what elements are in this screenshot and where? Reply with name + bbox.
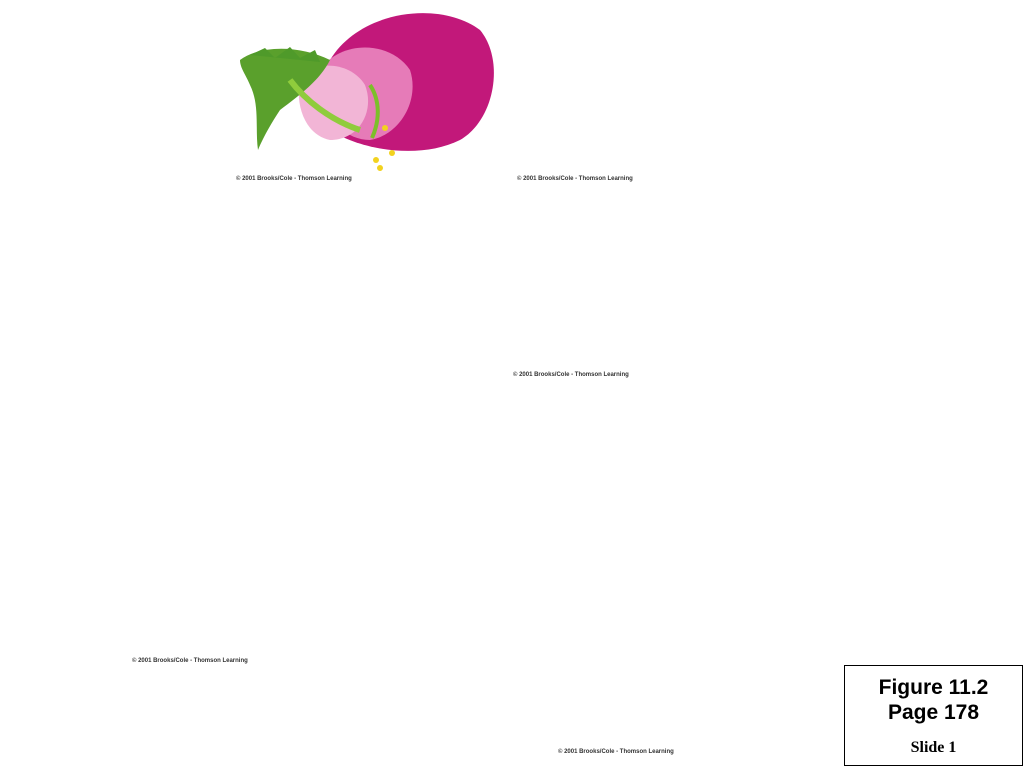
copyright-pod: © 2001 Brooks/Cole - Thomson Learning	[513, 372, 629, 378]
figure-number: Figure 11.2	[878, 676, 989, 699]
copyright-seedling: © 2001 Brooks/Cole - Thomson Learning	[558, 749, 674, 755]
page-number: Page 178	[887, 701, 980, 724]
slide-number: Slide 1	[910, 739, 957, 756]
copyright-flower-pink: © 2001 Brooks/Cole - Thomson Learning	[236, 176, 352, 182]
copyright-flower-white: © 2001 Brooks/Cole - Thomson Learning	[517, 176, 633, 182]
copyright-plant-left: © 2001 Brooks/Cole - Thomson Learning	[132, 658, 248, 664]
figure-label-box: Figure 11.2 Page 178 Slide 1	[844, 665, 1023, 766]
pink-pea-flower-illustration	[240, 13, 494, 171]
